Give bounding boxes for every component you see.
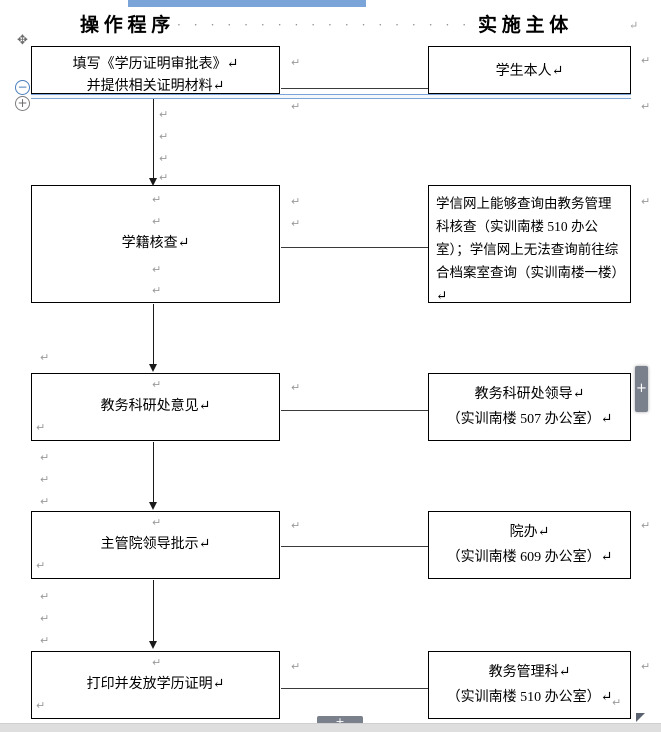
pilcrow-mark: ↵	[291, 100, 301, 113]
pilcrow-mark: ↵	[40, 495, 50, 508]
flow-box-apply-line1: 填写《学历证明审批表》↵	[72, 57, 239, 72]
table-move-handle-icon[interactable]: ✥	[17, 33, 28, 48]
flow-box-info[interactable]: 学信网上能够查询由教务管理科核查（实训南楼 510 办公室）；学信网上无法查询前…	[428, 185, 631, 303]
connector-line-print-admin	[281, 688, 428, 689]
header-procedure-label: 操 作 程 序	[80, 15, 171, 36]
pilcrow-mark: ↵	[159, 152, 169, 165]
flow-box-admin-line1: 教务管理科↵	[488, 665, 571, 680]
pilcrow-mark: ↵	[152, 378, 162, 391]
flow-box-student[interactable]: 学生本人↵	[428, 46, 631, 94]
pilcrow-mark: ↵	[40, 634, 50, 647]
pilcrow-mark: ↵	[291, 217, 301, 230]
pilcrow-mark: ↵	[152, 215, 162, 228]
flow-box-opinion[interactable]: 教务科研处意见↵ ↵ ↵	[31, 373, 280, 441]
flow-box-office[interactable]: 院办↵ （实训南楼 609 办公室）↵	[428, 511, 631, 579]
table-header-row: 操 作 程 序 · · · · · · · · · · · · · · · · …	[0, 10, 661, 38]
flow-box-student-label: 学生本人↵	[495, 64, 564, 79]
connector-line-apply-student	[281, 88, 428, 89]
expand-row-icon[interactable]: +	[15, 96, 30, 111]
arrowhead-icon	[149, 641, 157, 649]
flow-box-admin[interactable]: 教务管理科↵ （实训南楼 510 办公室）↵	[428, 651, 631, 719]
collapse-row-icon[interactable]: −	[15, 80, 30, 95]
selection-highlight-bar	[128, 0, 366, 7]
pilcrow-mark: ↵	[36, 421, 46, 434]
pilcrow-mark: ↵	[40, 473, 50, 486]
flow-box-opinion-label: 教务科研处意见↵	[100, 399, 211, 414]
pilcrow-mark: ↵	[641, 660, 651, 673]
pilcrow-mark: ↵	[159, 171, 169, 184]
pilcrow-mark: ↵	[291, 56, 301, 69]
insert-column-button[interactable]: +	[635, 366, 648, 412]
table-resize-handle[interactable]	[636, 713, 646, 723]
flow-box-info-label: 学信网上能够查询由教务管理科核查（实训南楼 510 办公室）；学信网上无法查询前…	[436, 196, 619, 303]
connector-line-leader-office	[281, 546, 428, 547]
flow-box-check[interactable]: 学籍核查↵ ↵ ↵ ↵ ↵	[31, 185, 280, 303]
flow-box-print-label: 打印并发放学历证明↵	[86, 677, 225, 692]
pilcrow-mark: ↵	[159, 108, 169, 121]
connector-line-opinion-dean	[281, 410, 428, 411]
pilcrow-mark: ↵	[152, 516, 162, 529]
pilcrow-mark: ↵	[641, 54, 651, 67]
connector-line-check-info	[281, 247, 428, 248]
pilcrow-mark: ↵	[291, 519, 301, 532]
connector-arrow-check-to-opinion	[153, 304, 154, 366]
flow-box-leader-label: 主管院领导批示↵	[100, 537, 211, 552]
dot-leader: · · · · · · · · · · · · · · · · · · · · …	[160, 17, 480, 32]
pilcrow-mark: ↵	[152, 656, 162, 669]
pilcrow-mark: ↵	[159, 130, 169, 143]
pilcrow-mark: ↵	[641, 519, 651, 532]
arrowhead-icon	[149, 364, 157, 372]
table-row-separator	[31, 94, 631, 99]
flow-box-dean[interactable]: 教务科研处领导↵ （实训南楼 507 办公室）↵	[428, 373, 631, 441]
pilcrow-mark: ↵	[612, 696, 622, 709]
connector-arrow-opinion-to-leader	[153, 442, 154, 504]
pilcrow-mark: ↵	[152, 193, 162, 206]
pilcrow-mark: ↵	[36, 699, 46, 712]
flow-box-admin-line2: （实训南楼 510 办公室）↵	[446, 690, 613, 705]
pilcrow-mark: ↵	[291, 195, 301, 208]
pilcrow-mark: ↵	[36, 559, 46, 572]
flow-box-dean-line2: （实训南楼 507 办公室）↵	[446, 412, 613, 427]
header-actor-label: 实 施 主 体	[478, 15, 569, 36]
flow-box-office-line2: （实训南楼 609 办公室）↵	[446, 550, 613, 565]
pilcrow-mark: ↵	[641, 195, 651, 208]
pilcrow-mark: ↵	[40, 451, 50, 464]
arrowhead-icon	[149, 502, 157, 510]
flow-box-leader[interactable]: 主管院领导批示↵ ↵ ↵	[31, 511, 280, 579]
pilcrow-mark: ↵	[40, 351, 50, 364]
flow-box-office-line1: 院办↵	[509, 525, 550, 540]
pilcrow-mark: ↵	[40, 590, 50, 603]
pilcrow-mark: ↵	[629, 20, 639, 32]
pilcrow-mark: ↵	[40, 612, 50, 625]
pilcrow-mark: ↵	[291, 381, 301, 394]
connector-arrow-leader-to-print	[153, 580, 154, 644]
pilcrow-mark: ↵	[641, 100, 651, 113]
flow-box-print[interactable]: 打印并发放学历证明↵ ↵ ↵	[31, 651, 280, 719]
pilcrow-mark: ↵	[291, 660, 301, 673]
page-bottom-edge	[0, 723, 661, 732]
pilcrow-mark: ↵	[152, 284, 162, 297]
flow-box-check-label: 学籍核查↵	[121, 236, 190, 251]
connector-arrow-apply-to-check	[153, 99, 154, 181]
arrowhead-icon	[149, 178, 157, 186]
flow-box-apply[interactable]: 填写《学历证明审批表》↵ 并提供相关证明材料↵	[31, 46, 280, 94]
flow-box-dean-line1: 教务科研处领导↵	[474, 387, 585, 402]
flow-box-apply-line2: 并提供相关证明材料↵	[86, 79, 225, 94]
pilcrow-mark: ↵	[152, 263, 162, 276]
